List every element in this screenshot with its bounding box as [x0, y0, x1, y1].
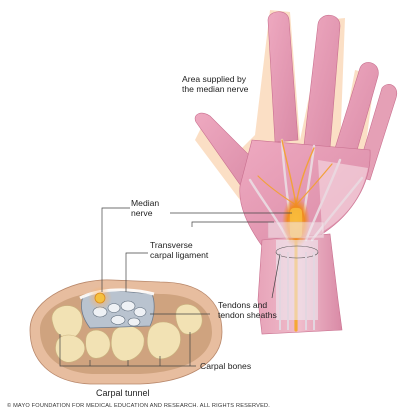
label-ligament-line1: Transverse: [150, 240, 193, 250]
label-carpal-bones: Carpal bones: [200, 361, 252, 371]
label-median-area-line2: the median nerve: [182, 84, 249, 94]
cross-section: [29, 279, 223, 385]
label-tendons: Tendons and tendon sheaths: [218, 300, 277, 320]
label-median-area-line1: Area supplied by: [182, 74, 247, 84]
copyright-notice: © MAYO FOUNDATION FOR MEDICAL EDUCATION …: [7, 403, 271, 409]
tendon-sheath: [275, 240, 319, 330]
label-ligament-line2: carpal ligament: [150, 250, 209, 260]
leader-lines: [59, 207, 292, 367]
label-median-nerve-line2: nerve: [131, 208, 153, 218]
middle-finger: [303, 14, 341, 149]
label-transverse-carpal-ligament: Transverse carpal ligament: [150, 240, 208, 260]
label-tendons-line2: tendon sheaths: [218, 310, 277, 320]
index-finger: [267, 11, 299, 143]
label-median-nerve-line1: Median: [131, 198, 160, 208]
label-median-area: Area supplied by the median nerve: [182, 74, 248, 94]
label-median-nerve: Median nerve: [131, 198, 159, 218]
ligament-band: [267, 221, 325, 239]
label-carpal-tunnel: Carpal tunnel: [96, 388, 150, 398]
label-tendons-line1: Tendons and: [218, 300, 268, 310]
